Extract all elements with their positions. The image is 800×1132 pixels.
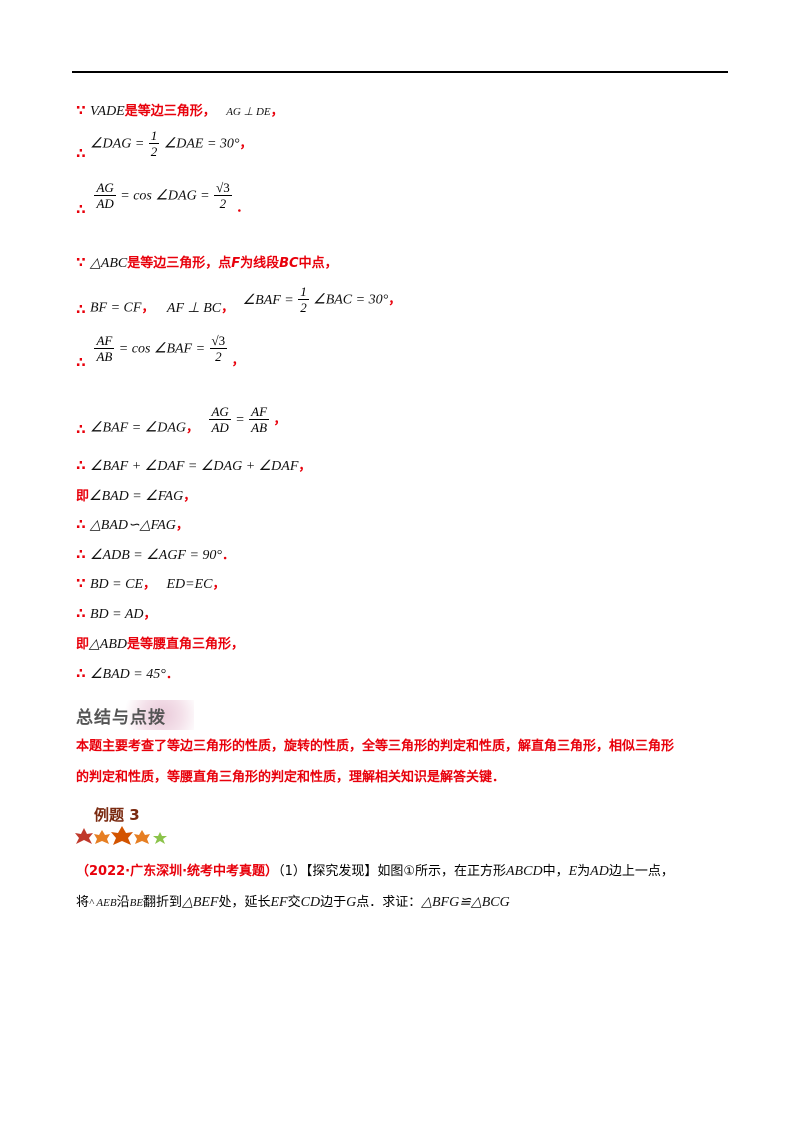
summary-heading-flower-decoration xyxy=(114,700,194,730)
proof-line-10: ∴△BAD∽△FAG， xyxy=(76,517,189,533)
proof-line-15: ∴∠BAD = 45°． xyxy=(76,666,179,682)
summary-heading: 总结与点拨 xyxy=(74,700,194,732)
proof-line-8: ∴∠BAF + ∠DAF = ∠DAG + ∠DAF， xyxy=(76,458,312,474)
therefore-symbol: ∴ xyxy=(76,666,86,682)
therefore-symbol: ∴ xyxy=(76,458,86,474)
question-source: （2022·广东深圳·统考中考真题） xyxy=(76,864,279,879)
question-line-2: 将^ AEB沿BE翻折到△BEF处，延长EF交CD边于G点．求证：△BFG≌△B… xyxy=(76,895,510,910)
proof-line-9: 即∠BAD = ∠FAG， xyxy=(76,489,197,504)
because-symbol: ∵ xyxy=(76,103,86,119)
header-rule xyxy=(72,71,728,73)
proof-line-11: ∴∠ADB = ∠AGF = 90°． xyxy=(76,547,236,563)
maple-leaves-icon xyxy=(75,826,167,845)
therefore-symbol: ∴ xyxy=(76,517,86,533)
proof-line-1: ∵VADE是等边三角形， AG ⊥ DE， xyxy=(76,103,284,119)
question-line-1: （2022·广东深圳·统考中考真题）（1）【探究发现】如图①所示，在正方形ABC… xyxy=(76,864,674,879)
therefore-symbol: ∴ xyxy=(76,145,86,162)
because-symbol: ∵ xyxy=(76,255,86,271)
therefore-symbol: ∴ xyxy=(76,547,86,563)
example-title: 例题 3 xyxy=(94,806,140,824)
therefore-symbol: ∴ xyxy=(76,606,86,622)
proof-line-4: ∵△ABC是等边三角形，点F为线段BC中点， xyxy=(76,255,338,271)
because-symbol: ∵ xyxy=(76,576,86,592)
proof-line-12: ∵BD = CE， ED=EC， xyxy=(76,576,226,592)
proof-line-14: 即△ABD是等腰直角三角形， xyxy=(76,637,245,652)
proof-line-13: ∴BD = AD， xyxy=(76,606,157,622)
example-heading: 例题 3 xyxy=(74,804,184,848)
summary-paragraph: 本题主要考查了等边三角形的性质，旋转的性质，全等三角形的判定和性质，解直角三角形… xyxy=(76,739,675,785)
therefore-symbol: ∴ xyxy=(76,301,86,318)
therefore-symbol: ∴ xyxy=(76,201,86,218)
therefore-symbol: ∴ xyxy=(76,421,86,438)
therefore-symbol: ∴ xyxy=(76,354,86,371)
summary-heading-text: 总结与点拨 xyxy=(76,708,166,728)
